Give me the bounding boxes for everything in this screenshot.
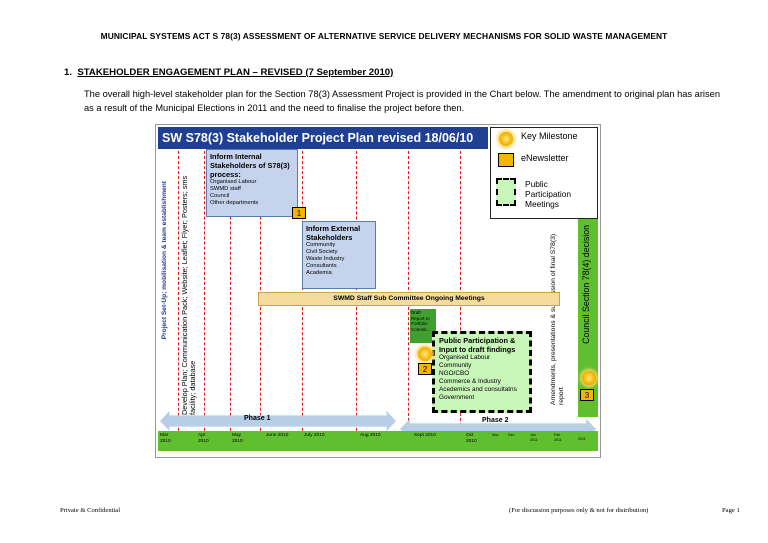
milestone-tag-1: 1 xyxy=(292,207,306,219)
public-participant-item: Acedemics and consultatns xyxy=(439,386,517,393)
public-participant-item: Organised Labour xyxy=(439,354,491,361)
council-decision-bar: Council Section 78(4) decision xyxy=(578,219,598,417)
stakeholder-plan-chart: SW S78(3) Stakeholder Project Plan revis… xyxy=(155,124,601,458)
external-stakeholder-item: Consultants xyxy=(306,263,337,269)
section-title: STAKEHOLDER ENGAGEMENT PLAN – REVISED (7… xyxy=(77,67,394,78)
public-participation-box: Public Participation & Input to draft fi… xyxy=(432,331,532,413)
month-gridline xyxy=(204,151,205,441)
legend-box: Key Milestone eNewsletter Public Partici… xyxy=(490,127,598,219)
council-decision-label: Council Section 78(4) decision xyxy=(581,225,591,344)
legend-key-milestone: Key Milestone xyxy=(521,131,578,141)
amendments-label: Amendments, presentations & submission o… xyxy=(550,233,565,405)
month-gridline xyxy=(178,151,179,441)
month-label: June 2010 xyxy=(266,433,289,438)
legend-public-meetings: Public Participation Meetings xyxy=(525,179,572,209)
internal-stakeholder-item: Organised Labour xyxy=(210,179,257,185)
milestone-sun-icon xyxy=(582,371,596,385)
footer-page-number: Page 1 xyxy=(722,507,740,514)
month-label: Apr 2010 xyxy=(198,433,209,444)
footer-confidential: Private & Confidential xyxy=(60,507,121,514)
milestone-sun-icon xyxy=(418,347,432,361)
phase-2-label: Phase 2 xyxy=(482,417,509,424)
newsletter-square-icon xyxy=(498,153,514,167)
public-participant-item: Commerce & Industry xyxy=(439,378,501,385)
milestone-tag-3: 3 xyxy=(580,389,594,401)
intro-paragraph: The overall high-level stakeholder plan … xyxy=(84,89,720,113)
document-header: MUNICIPAL SYSTEMS ACT S 78(3) ASSESSMENT… xyxy=(100,31,668,41)
project-setup-label: Project Set-Up; mobilisation & team esta… xyxy=(161,181,168,340)
legend-enewsletter: eNewsletter xyxy=(521,153,569,163)
month-label: Oct 2010 xyxy=(466,433,477,444)
month-label: Feb 2011 xyxy=(554,433,562,442)
month-label: Sept 2010 xyxy=(414,433,436,438)
internal-stakeholders-title: Inform Internal Stakeholders of S78(3) p… xyxy=(210,152,290,179)
internal-stakeholder-item: Council xyxy=(210,193,230,199)
committee-meetings-bar: SWMD Staff Sub Committee Ongoing Meeting… xyxy=(258,292,560,306)
phase-1-label: Phase 1 xyxy=(244,415,271,422)
timeline-bar: Mar 2010 Apr 2010 May 2010 June 2010 Jul… xyxy=(158,431,598,451)
meeting-box-icon xyxy=(496,178,516,206)
footer-disclaimer: (For discussion purposes only & not for … xyxy=(509,507,649,514)
phase-1-arrow xyxy=(160,411,396,431)
draft-report-box: Draft Report to Portfolio Commit... xyxy=(410,309,436,343)
external-stakeholders-title: Inform External Stakeholders xyxy=(306,224,361,242)
milestone-sun-icon xyxy=(499,132,513,146)
month-label: 2011 xyxy=(578,437,586,441)
public-participant-item: Community xyxy=(439,362,472,369)
month-label: Aug 2010 xyxy=(360,433,381,438)
month-label: Dec xyxy=(508,433,515,437)
internal-stakeholder-item: SWMD staff xyxy=(210,186,241,192)
public-participant-item: NGO/CBO xyxy=(439,370,470,377)
section-number: 1. xyxy=(64,67,73,78)
external-stakeholder-item: Academia xyxy=(306,270,332,276)
month-gridline xyxy=(230,151,231,441)
chart-title: SW S78(3) Stakeholder Project Plan revis… xyxy=(158,127,488,149)
internal-stakeholder-item: Other departments xyxy=(210,200,259,206)
external-stakeholders-box: Inform External Stakeholders Community C… xyxy=(302,221,376,289)
month-label: July 2010 xyxy=(304,433,325,438)
month-label: Jan 2011 xyxy=(530,433,538,442)
month-label: May 2010 xyxy=(232,433,243,444)
month-label: Mar 2010 xyxy=(160,433,171,444)
external-stakeholder-item: Community xyxy=(306,242,336,248)
external-stakeholder-item: Waste Industry xyxy=(306,256,345,262)
milestone-tag-2: 2 xyxy=(418,363,432,375)
section-heading: 1. STAKEHOLDER ENGAGEMENT PLAN – REVISED… xyxy=(64,67,393,78)
internal-stakeholders-box: Inform Internal Stakeholders of S78(3) p… xyxy=(206,149,298,217)
month-label: Nov xyxy=(492,433,499,437)
public-participation-title: Public Participation & Input to draft fi… xyxy=(439,336,516,354)
external-stakeholder-item: Civil Society xyxy=(306,249,338,255)
develop-plan-label: Develop Plan; Communication Pack; Websit… xyxy=(180,175,197,415)
public-participant-item: Government xyxy=(439,394,475,401)
